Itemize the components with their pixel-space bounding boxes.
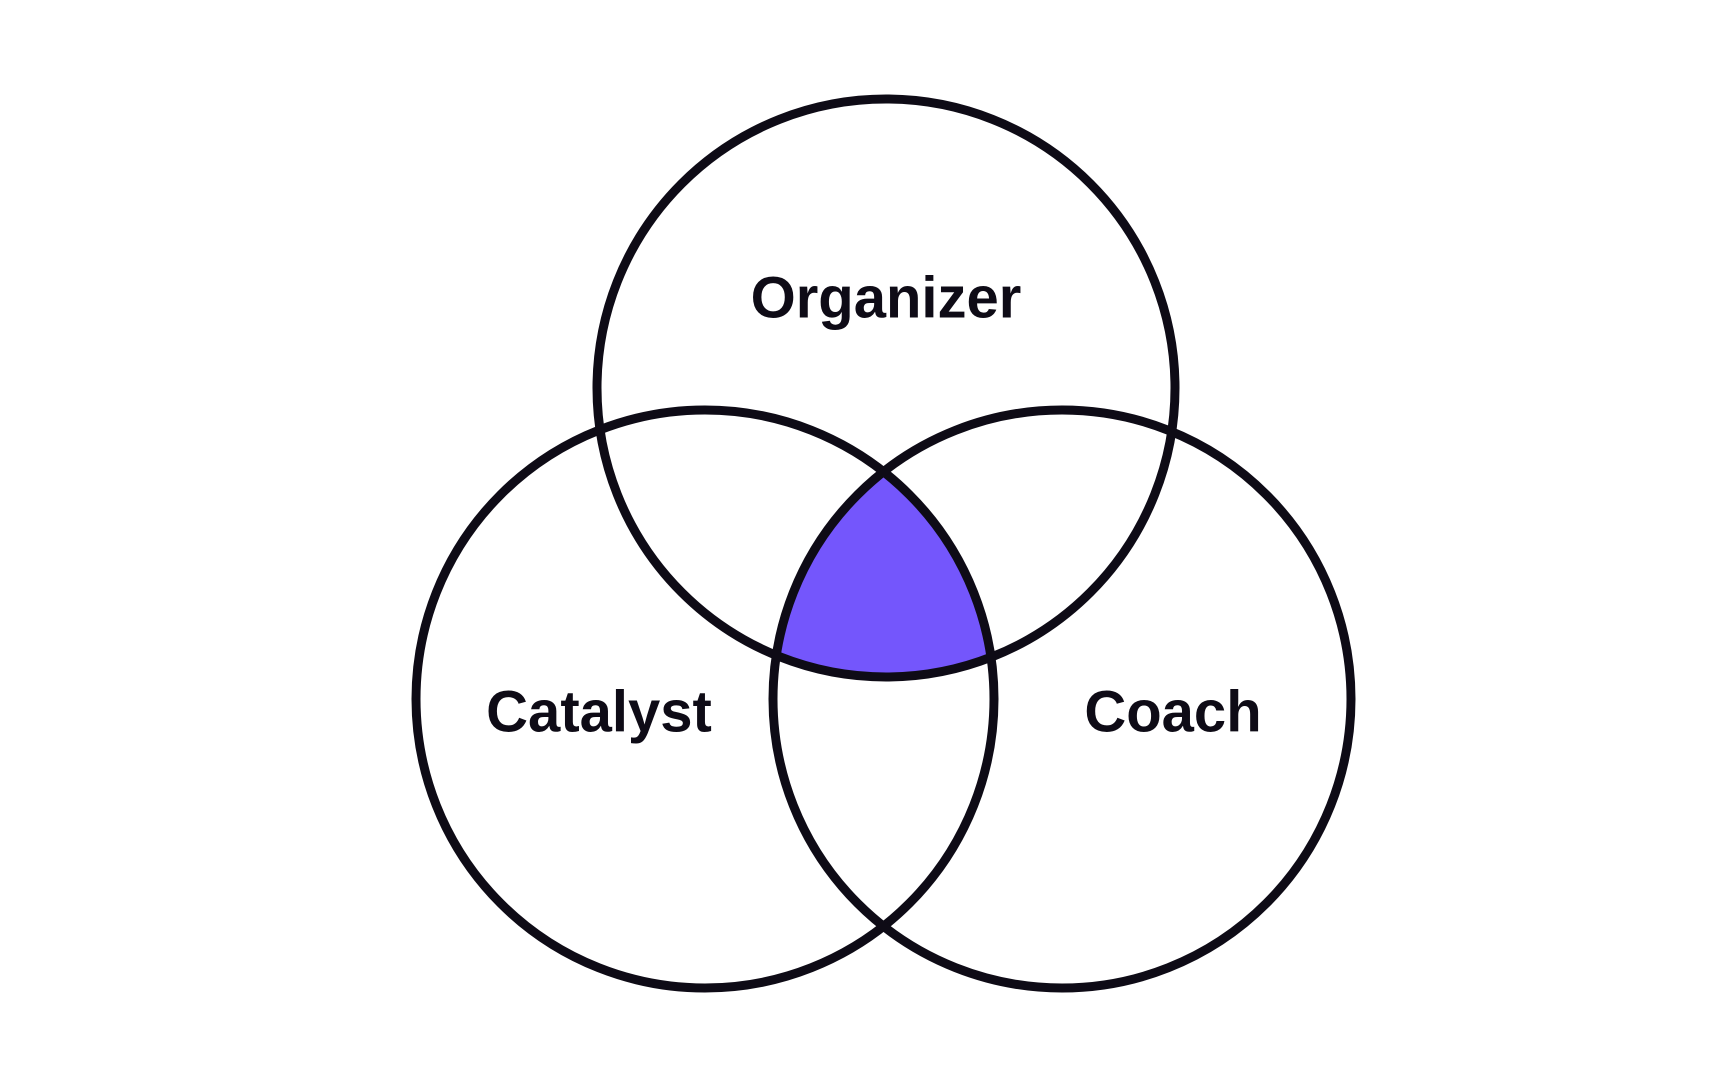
catalyst-circle <box>411 405 999 993</box>
coach-label: Coach <box>1084 679 1261 744</box>
organizer-circle <box>592 94 1180 682</box>
center-intersection-region <box>773 410 994 677</box>
catalyst-label: Catalyst <box>486 679 712 744</box>
organizer-label: Organizer <box>751 265 1022 330</box>
coach-circle <box>768 405 1356 993</box>
